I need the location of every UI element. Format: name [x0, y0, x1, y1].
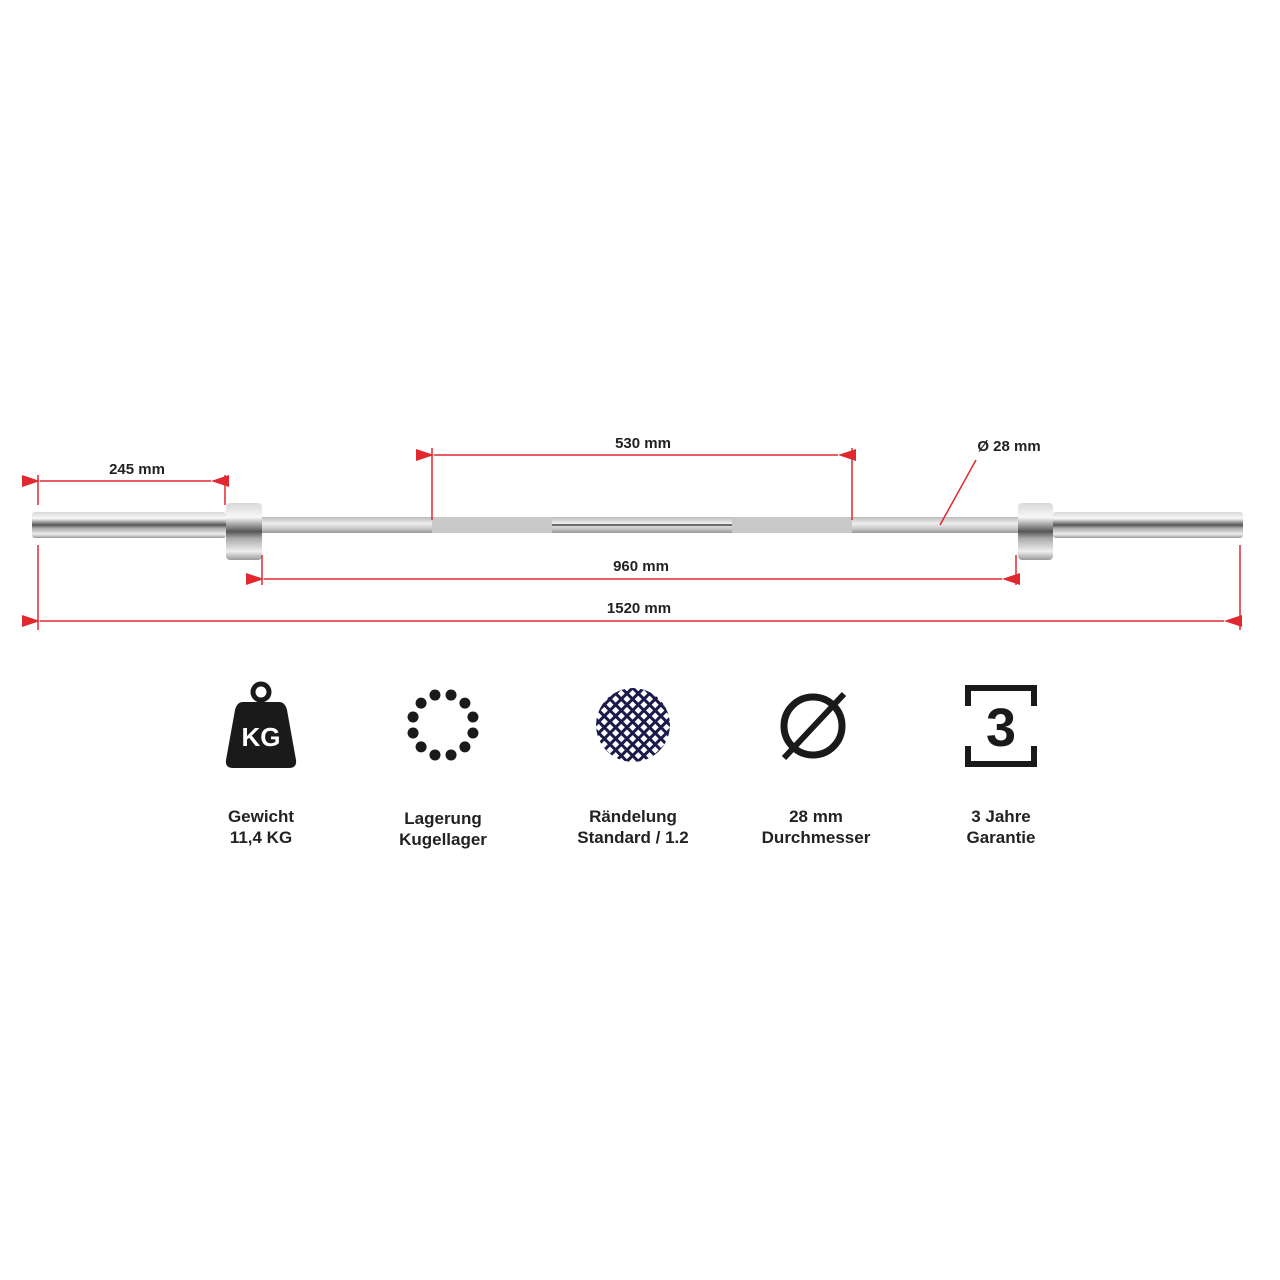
knurling-icon [596, 688, 670, 762]
barbell [32, 503, 1243, 560]
dimension-lines [22, 448, 1242, 630]
diameter-label: Ø 28 mm [977, 438, 1041, 455]
diameter-icon [780, 691, 847, 761]
three-year-icon: 3 [965, 685, 1037, 767]
feature-line1: Rändelung [589, 807, 677, 826]
bearing-ball [459, 741, 471, 753]
bearing-ball [445, 689, 457, 701]
feature-line2: Durchmesser [761, 828, 871, 847]
inner-length-label: 960 mm [613, 558, 669, 575]
bearing-ball [445, 749, 457, 761]
bearing-ball [467, 711, 479, 723]
bearing-ball [429, 749, 441, 761]
bearing-ball [415, 741, 427, 753]
feature-line1: 3 Jahre [971, 807, 1031, 826]
total-length-label: 1520 mm [606, 600, 672, 617]
feature-weight: KG Gewicht 11,4 KG [176, 680, 346, 848]
feature-knurling: Rändelung Standard / 1.2 [548, 680, 718, 848]
kg-text: KG [242, 722, 281, 752]
bearing-ball [407, 727, 419, 739]
sleeve-length-label: 245 mm [109, 461, 165, 478]
feature-line1: Gewicht [227, 807, 295, 826]
feature-line2: Kugellager [399, 830, 487, 849]
bearing-ball [459, 697, 471, 709]
kg-weight-icon: KG [225, 681, 297, 768]
three-text: 3 [986, 698, 1016, 758]
knurl-left [432, 517, 552, 533]
feature-warranty: 3 3 Jahre Garantie [916, 680, 1086, 848]
feature-bearing: Lagerung Kugellager [358, 680, 528, 850]
bearing-ball [415, 697, 427, 709]
knurl-span-label: 530 mm [615, 435, 671, 452]
ball-bearing-icon [407, 689, 479, 761]
sleeve-left [32, 512, 226, 538]
bearing-ball [467, 727, 479, 739]
feature-line2: Standard / 1.2 [577, 828, 689, 847]
feature-line1: Lagerung [404, 809, 482, 828]
bearing-ball [407, 711, 419, 723]
collar-left [226, 503, 262, 560]
feature-line2: Garantie [966, 828, 1036, 847]
bearing-ball [429, 689, 441, 701]
feature-line2: 11,4 KG [229, 828, 293, 847]
sleeve-right [1053, 512, 1243, 538]
collar-right [1018, 503, 1053, 560]
knurl-right [732, 517, 852, 533]
feature-diameter: 28 mm Durchmesser [731, 680, 901, 848]
feature-line1: 28 mm [789, 807, 843, 826]
